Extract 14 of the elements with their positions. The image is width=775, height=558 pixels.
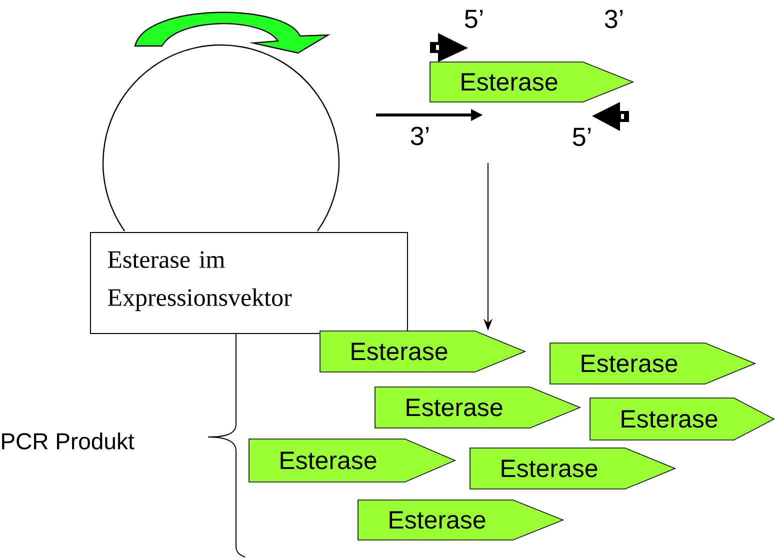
product-block: Esterase <box>550 342 756 384</box>
vector-box: Esterase im Expressionsvektor <box>90 232 408 334</box>
product-block: Esterase <box>470 448 676 490</box>
product-block: Esterase <box>590 398 775 440</box>
product-block: Esterase <box>374 386 582 428</box>
product-block: Esterase <box>358 500 564 540</box>
end-label: 5’ <box>572 128 591 146</box>
gene-block: Esterase <box>430 62 634 102</box>
end-label: 3’ <box>604 10 623 28</box>
text-label: PCR Produkt <box>2 432 134 450</box>
product-block: Esterase <box>248 438 456 482</box>
end-label: 3’ <box>410 126 429 146</box>
product-block: Esterase <box>320 330 526 372</box>
end-label: 5’ <box>464 10 483 28</box>
